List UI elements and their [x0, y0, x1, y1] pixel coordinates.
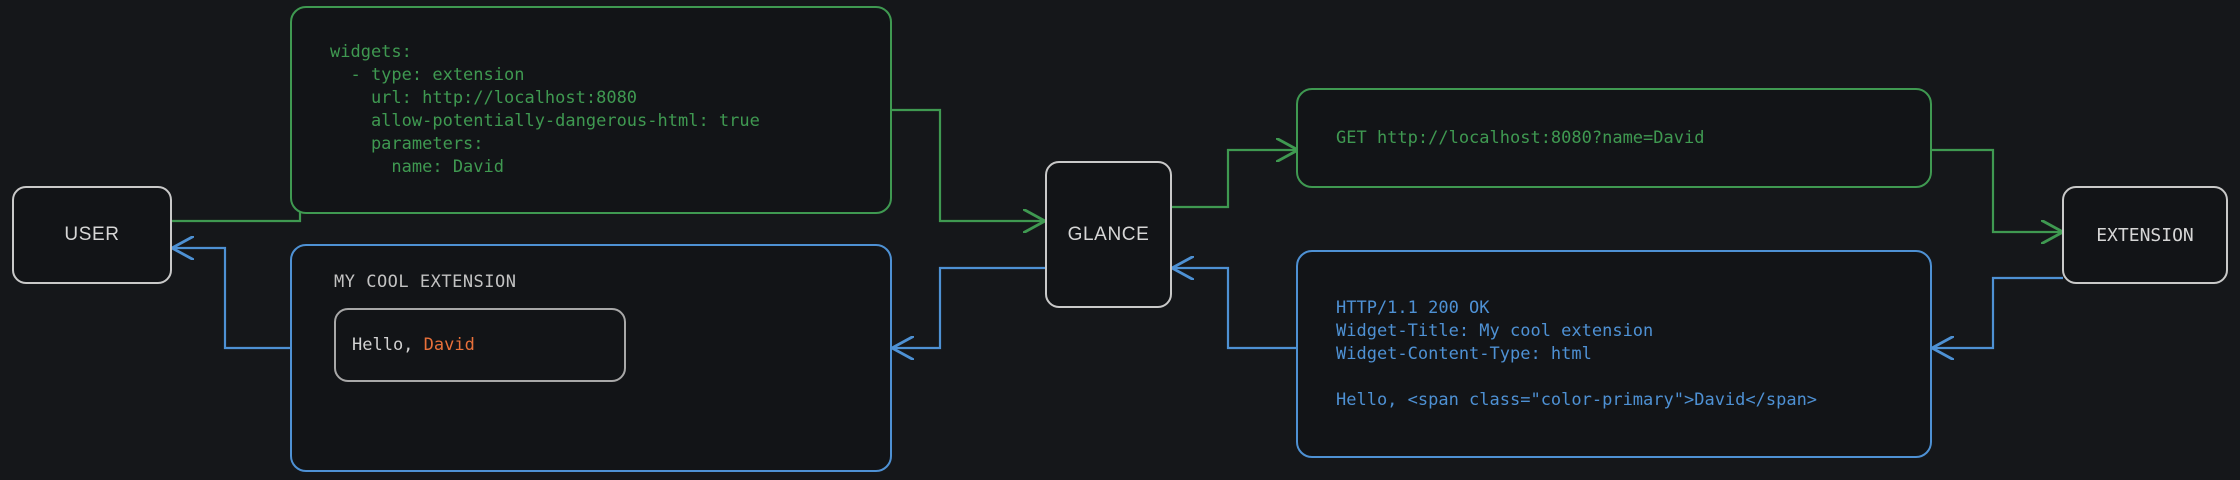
edge-request-to-extension: [1932, 148, 2063, 232]
edge-config-to-glance: [892, 108, 1045, 221]
edge-glance-to-request: [1172, 150, 1298, 209]
message-config-yaml: widgets: - type: extension url: http://l…: [290, 6, 892, 214]
http-request-text: GET http://localhost:8080?name=David: [1336, 127, 1705, 148]
actor-user[interactable]: USER: [12, 186, 172, 284]
widget-title: MY COOL EXTENSION: [334, 272, 517, 292]
widget-body-accent: David: [423, 335, 475, 355]
widget-body-prefix: Hello,: [352, 335, 424, 355]
actor-extension[interactable]: EXTENSION: [2062, 186, 2228, 284]
actor-user-label: USER: [64, 224, 120, 245]
actor-glance[interactable]: GLANCE: [1045, 161, 1172, 308]
config-yaml-text: widgets: - type: extension url: http://l…: [330, 42, 760, 177]
actor-glance-label: GLANCE: [1067, 223, 1150, 245]
edge-extension-to-response: [1932, 276, 2063, 348]
widget-body: Hello, David: [352, 335, 475, 355]
message-rendered-widget: MY COOL EXTENSION Hello, David: [290, 244, 892, 472]
edge-widget-to-user: [172, 248, 290, 350]
edge-glance-to-widget: [892, 266, 1045, 348]
edge-response-to-glance: [1172, 268, 1298, 350]
message-http-request: GET http://localhost:8080?name=David: [1296, 88, 1932, 188]
widget-card: Hello, David: [334, 308, 626, 382]
actor-extension-label: EXTENSION: [2096, 224, 2194, 246]
message-http-response: HTTP/1.1 200 OK Widget-Title: My cool ex…: [1296, 250, 1932, 458]
http-response-text: HTTP/1.1 200 OK Widget-Title: My cool ex…: [1336, 297, 1818, 410]
